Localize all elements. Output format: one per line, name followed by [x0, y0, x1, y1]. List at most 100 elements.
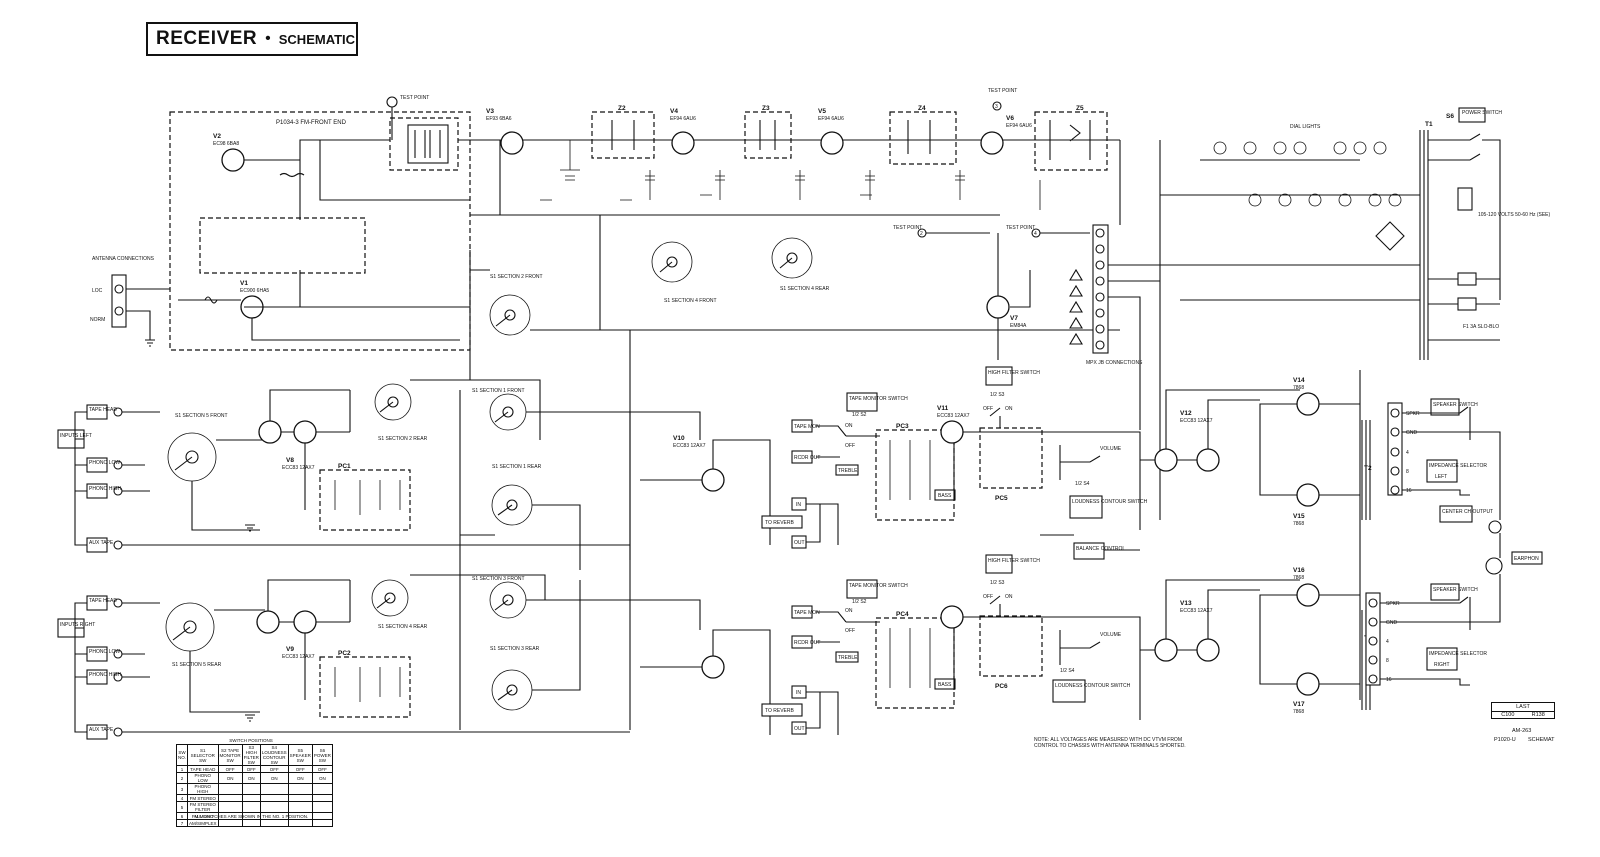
speaker-switch-r[interactable]	[1380, 596, 1471, 630]
tape-monitor-switch-l[interactable]	[816, 425, 880, 458]
table-cell: ON	[241, 772, 261, 784]
left-phono-low-label: PHONO LOW	[89, 460, 120, 466]
switch-s1-sec3-rear[interactable]	[491, 669, 533, 711]
speaker-switch-box-r	[1430, 583, 1460, 601]
switch-s1-sec3-front[interactable]	[489, 581, 527, 619]
high-filter-off-l: OFF	[983, 406, 993, 412]
tube-v9-type: ECC83 12AX7	[282, 654, 315, 660]
mpx-connector[interactable]	[1092, 224, 1109, 354]
impedance-box-l[interactable]	[1426, 459, 1458, 483]
tape-monitor-label-l: TAPE MONITOR SWITCH	[849, 396, 908, 402]
table-header: S5 SPEAKER SW	[287, 744, 313, 766]
loudness-sub-r: 1/2 S4	[1060, 668, 1075, 674]
tube-v5-type: EF94 6AU6	[818, 116, 844, 122]
center-output-label: CENTER CH OUTPUT	[1442, 509, 1493, 515]
switch-s1-sec2-rear[interactable]	[374, 383, 412, 421]
right-phono-low-label: PHONO LOW	[89, 649, 120, 655]
tube-v12-a	[1154, 448, 1178, 472]
mains-plug[interactable]	[1457, 187, 1473, 211]
test-point-3[interactable]	[992, 101, 1002, 111]
inputs-left-label: INPUTS LEFT	[60, 433, 92, 439]
table-cell	[287, 794, 313, 802]
svg-text:PC1: PC1	[338, 463, 351, 470]
input-right-jacks[interactable]	[86, 595, 108, 740]
table-cell: AM/SIMPLEX	[187, 819, 219, 827]
rcdr-out-jack-r[interactable]	[791, 635, 813, 649]
tube-v1-id: V1	[240, 280, 248, 287]
spkr-l-term: SPKR	[1406, 411, 1420, 417]
high-filter-switch-l[interactable]	[989, 407, 1001, 428]
tape-monitor-switch-r[interactable]	[816, 611, 880, 643]
balance-control-box[interactable]	[1073, 542, 1105, 560]
transformer-z4	[889, 111, 957, 165]
power-switch-box	[1458, 107, 1486, 123]
switch-s1-sec5-front[interactable]	[167, 432, 217, 482]
test-point-top[interactable]	[386, 96, 398, 108]
earphone-jack[interactable]	[1485, 557, 1503, 575]
table-cell: TAPE HEAD	[187, 765, 219, 773]
transformer-z2	[591, 111, 655, 159]
impedance-right-label: RIGHT	[1434, 662, 1450, 668]
tape-mon-jack-l[interactable]	[791, 419, 813, 433]
switch-s1-sec1-front[interactable]	[489, 393, 527, 431]
input-left-jacks[interactable]	[86, 404, 108, 553]
gnd-l-term: GND	[1406, 430, 1418, 436]
rcdr-out-label-l: RCDR OUT	[794, 455, 820, 461]
impedance-box-r[interactable]	[1426, 647, 1458, 671]
tube-v17-type: 7868	[1293, 709, 1304, 715]
ohm16-l-term: 16	[1406, 488, 1412, 494]
table-cell: 7	[176, 819, 188, 827]
tube-v1-type: EC900 6HA5	[240, 288, 269, 294]
table-cell: ON	[217, 772, 243, 784]
switch-s1-sec1-rear[interactable]	[491, 484, 533, 526]
front-end-box	[169, 111, 471, 351]
table-cell	[311, 783, 333, 795]
rcdr-out-jack-l[interactable]	[791, 450, 813, 464]
z3-label: Z3	[762, 105, 770, 112]
power-switch[interactable]	[1428, 133, 1501, 300]
tape-monitor-box-l	[846, 392, 878, 412]
switch-s1-sec4-rear[interactable]	[771, 237, 813, 279]
switch-s1-sec4-front[interactable]	[651, 241, 693, 283]
table-header: S6 POWER SW	[311, 744, 333, 766]
high-filter-sub-r: 1/2 S3	[990, 580, 1005, 586]
high-filter-switch-r[interactable]	[989, 595, 1001, 616]
tube-v15-type: 7868	[1293, 521, 1304, 527]
center-output-jack[interactable]	[1488, 520, 1502, 534]
switch-s1-sec5-rear[interactable]	[165, 602, 215, 652]
tube-v10-type: ECC83 12AX7	[673, 443, 706, 449]
left-phono-high-label: PHONO HIGH	[89, 486, 122, 492]
fuse-label: F1 3A SLO-BLO	[1463, 324, 1499, 330]
tape-mon-on-r: ON	[845, 608, 853, 614]
loudness-switch-l[interactable]	[1059, 445, 1101, 480]
tube-v6-type: EF94 6AU6	[1006, 123, 1032, 129]
test-point-2-label: TEST POINT	[893, 225, 922, 231]
tube-v8-type: ECC83 12AX7	[282, 465, 315, 471]
high-filter-sub-l: 1/2 S3	[990, 392, 1005, 398]
tape-mon-jack-r[interactable]	[791, 605, 813, 619]
tube-v6-id: V6	[1006, 115, 1014, 122]
tube-v14-id: V14	[1293, 377, 1305, 384]
switch-s1-sec4-rear-b[interactable]	[371, 579, 409, 617]
to-reverb-l: TO REVERB	[765, 520, 794, 526]
table-cell	[287, 801, 313, 813]
table-cell	[259, 819, 289, 827]
tube-v2-id: V2	[213, 133, 221, 140]
loudness-box-l	[1069, 495, 1103, 519]
title-separator: •	[265, 30, 271, 47]
reverb-out-r: OUT	[794, 726, 805, 732]
tape-mon-label-r: TAPE MON	[794, 610, 820, 616]
inputs-right-label: INPUTS RIGHT	[60, 622, 95, 628]
antenna-terminal[interactable]	[111, 274, 127, 328]
switch-s1-sec2-front[interactable]	[489, 294, 531, 336]
treble-label-r: TREBLE	[838, 655, 858, 661]
s1-sec4-front-label: S1 SECTION 4 FRONT	[664, 298, 717, 304]
test-point-2-num: 2	[920, 231, 923, 237]
bridge-rectifier	[1375, 221, 1405, 251]
speaker-switch-l[interactable]	[1402, 406, 1471, 440]
table-cell	[287, 783, 313, 795]
gnd-r-term: GND	[1386, 620, 1398, 626]
loudness-switch-r[interactable]	[1059, 630, 1101, 665]
